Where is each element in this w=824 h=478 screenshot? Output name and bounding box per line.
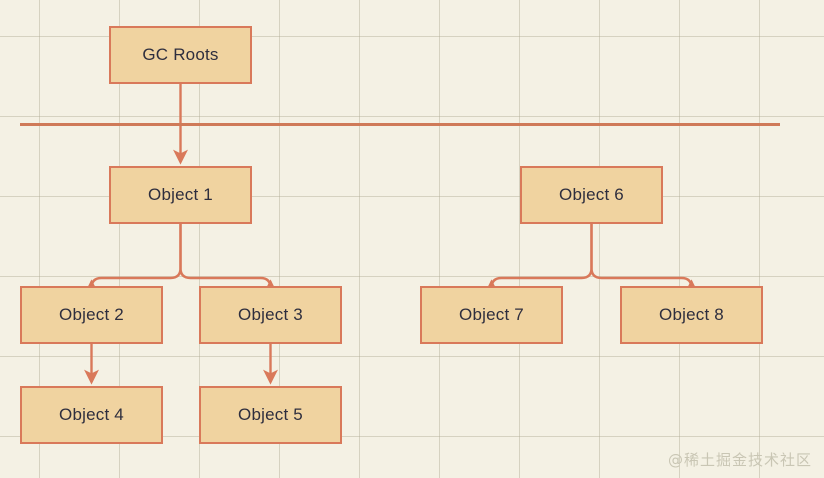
edge-object-6-to-object-7 <box>484 222 593 295</box>
node-object-8[interactable]: Object 8 <box>620 286 763 344</box>
node-gc-roots-label: GC Roots <box>142 45 219 64</box>
node-object-6[interactable]: Object 6 <box>520 166 663 224</box>
node-object-2[interactable]: Object 2 <box>20 286 163 344</box>
node-object-4[interactable]: Object 4 <box>20 386 163 444</box>
edge-object-6-to-object-8 <box>590 222 699 295</box>
node-object-1-label: Object 1 <box>148 185 213 204</box>
node-object-6-label: Object 6 <box>559 185 624 204</box>
node-object-7-label: Object 7 <box>459 305 524 324</box>
node-object-5-label: Object 5 <box>238 405 303 424</box>
node-object-3-label: Object 3 <box>238 305 303 324</box>
edge-object-1-to-object-3 <box>179 222 278 295</box>
watermark: @稀土掘金技术社区 <box>667 451 812 469</box>
node-object-5[interactable]: Object 5 <box>199 386 342 444</box>
edge-object-1-to-object-2 <box>84 222 182 295</box>
node-object-3[interactable]: Object 3 <box>199 286 342 344</box>
node-object-7[interactable]: Object 7 <box>420 286 563 344</box>
node-object-1[interactable]: Object 1 <box>109 166 252 224</box>
node-object-8-label: Object 8 <box>659 305 724 324</box>
node-object-4-label: Object 4 <box>59 405 124 424</box>
node-object-2-label: Object 2 <box>59 305 124 324</box>
node-gc-roots[interactable]: GC Roots <box>109 26 252 84</box>
